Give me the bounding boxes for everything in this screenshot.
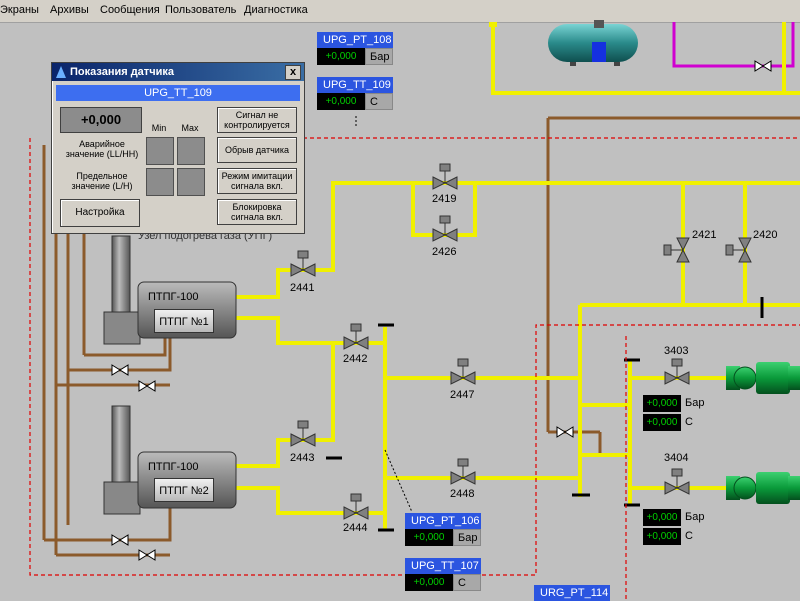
alarm-min-box[interactable] <box>146 137 174 165</box>
app-logo-icon <box>56 66 66 78</box>
sensor-unit: Бар <box>453 529 481 546</box>
menu-diagnostics[interactable]: Диагностика <box>244 4 308 16</box>
valve-label-2442[interactable]: 2442 <box>343 353 368 365</box>
pressure-value: +0,000 <box>643 509 681 526</box>
valve-label-2447[interactable]: 2447 <box>450 389 475 401</box>
min-label: Min <box>151 123 167 133</box>
heater-2-button[interactable]: ПТПГ №2 <box>154 478 214 502</box>
valve-label-2419[interactable]: 2419 <box>432 193 457 205</box>
upper-pipe-cap <box>489 22 497 27</box>
menu-user[interactable]: Пользователь <box>165 4 237 16</box>
temperature-unit: С <box>685 530 693 542</box>
heater-1-name: ПТПГ-100 <box>148 291 199 303</box>
close-icon[interactable]: x <box>285 65 301 80</box>
sensor-value: +0,000 <box>317 93 365 110</box>
dialog-value: +0,000 <box>60 107 142 133</box>
sensor-unit: Бар <box>365 48 393 65</box>
menu-screens[interactable]: Экраны <box>0 4 39 16</box>
sensor-tag: UPG_PT_106 <box>405 513 481 529</box>
valve-label-2421[interactable]: 2421 <box>692 229 717 241</box>
area-borders <box>29 137 800 600</box>
gas-valves <box>290 163 752 520</box>
valve-label-2444[interactable]: 2444 <box>343 522 368 534</box>
menu-archives[interactable]: Архивы <box>50 4 89 16</box>
pressure-unit: Бар <box>685 397 705 409</box>
pump-2 <box>726 472 800 504</box>
leader-lines <box>355 116 413 513</box>
sensor-dialog: Показания датчика x UPG_TT_109 +0,000 Mi… <box>51 62 305 234</box>
pressure-unit: Бар <box>685 511 705 523</box>
temperature-value: +0,000 <box>643 528 681 545</box>
pipe-caps <box>326 297 764 532</box>
dialog-titlebar[interactable]: Показания датчика x <box>52 63 304 81</box>
menu-messages[interactable]: Сообщения <box>100 4 160 16</box>
menu-bar: Экраны Архивы Сообщения Пользователь Диа… <box>0 0 800 23</box>
sensor-tag: UPG_TT_109 <box>317 77 393 93</box>
dialog-tag: UPG_TT_109 <box>56 85 300 101</box>
valve-label-3404[interactable]: 3404 <box>664 452 689 464</box>
temperature-unit: С <box>685 416 693 428</box>
sensor-break-button[interactable]: Обрыв датчика <box>217 137 297 163</box>
dialog-title: Показания датчика <box>70 66 174 78</box>
valve-label-2441[interactable]: 2441 <box>290 282 315 294</box>
sensor-unit: С <box>453 574 481 591</box>
heater-1-button[interactable]: ПТПГ №1 <box>154 309 214 333</box>
valve-label-2426[interactable]: 2426 <box>432 246 457 258</box>
alarm-label: Аварийное значение (LL/HH) <box>65 139 139 159</box>
upper-yellow-pipe <box>491 22 800 95</box>
settings-button[interactable]: Настройка <box>60 199 140 227</box>
sensor-tag: UPG_PT_108 <box>317 32 393 48</box>
storage-tank <box>548 20 638 66</box>
brown-valves <box>111 60 772 561</box>
limit-min-box[interactable] <box>146 168 174 196</box>
alarm-max-box[interactable] <box>177 137 205 165</box>
max-label: Max <box>181 123 199 133</box>
valve-label-2443[interactable]: 2443 <box>290 452 315 464</box>
valve-label-2448[interactable]: 2448 <box>450 488 475 500</box>
temperature-value: +0,000 <box>643 414 681 431</box>
simulation-mode-button[interactable]: Режим имитации сигнала вкл. <box>217 168 297 194</box>
pressure-value: +0,000 <box>643 395 681 412</box>
heater-2-name: ПТПГ-100 <box>148 461 199 473</box>
sensor-value: +0,000 <box>405 574 453 591</box>
sensor-unit: С <box>365 93 393 110</box>
pump-1 <box>726 362 800 394</box>
not-monitored-button[interactable]: Сигнал не контролируется <box>217 107 297 133</box>
magenta-pipe <box>672 22 795 68</box>
sensor-tag: URG_PT_114 <box>534 585 610 601</box>
valve-label-2420[interactable]: 2420 <box>753 229 778 241</box>
valve-label-3403[interactable]: 3403 <box>664 345 689 357</box>
sensor-value: +0,000 <box>317 48 365 65</box>
limit-max-box[interactable] <box>177 168 205 196</box>
sensor-value: +0,000 <box>405 529 453 546</box>
signal-lock-button[interactable]: Блокировка сигнала вкл. <box>217 199 297 225</box>
sensor-urg-pt-114[interactable]: URG_PT_114 <box>534 585 610 601</box>
sensor-tag: UPG_TT_107 <box>405 558 481 574</box>
limit-label: Предельное значение (L/H) <box>71 171 133 191</box>
